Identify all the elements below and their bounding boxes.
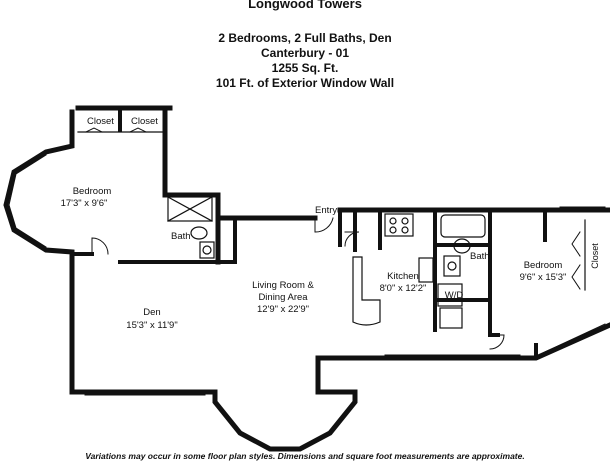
unit-type: 2 Bedrooms, 2 Full Baths, Den <box>218 31 392 45</box>
den-dims: 15'3" x 11'9" <box>126 320 177 331</box>
closet-label-1: Closet <box>87 116 114 127</box>
fixtures <box>77 131 586 329</box>
unit-area: 1255 Sq. Ft. <box>271 61 339 75</box>
bath-1-label: Bath <box>171 231 191 242</box>
building-title: Longwood Towers <box>248 0 362 11</box>
living-name-2: Dining Area <box>258 292 308 303</box>
door-swings <box>85 127 581 350</box>
bedroom-1-name: Bedroom <box>73 186 112 197</box>
footer-disclaimer: Variations may occur in some floor plan … <box>85 451 525 461</box>
living-dims: 12'9" x 22'9" <box>257 304 309 315</box>
washer-dryer-label: W/D <box>445 290 464 301</box>
bedroom-1-dims: 17'3" x 9'6" <box>61 198 108 209</box>
bedroom-2-dims: 9'6" x 15'3" <box>520 272 567 283</box>
closet-label-3: Closet <box>590 243 600 269</box>
bath-2-label: Bath <box>470 251 490 262</box>
living-name: Living Room & <box>252 280 314 291</box>
window-wall: 101 Ft. of Exterior Window Wall <box>215 76 395 90</box>
kitchen-dims: 8'0" x 12'2" <box>380 283 427 294</box>
exterior-walls <box>3 105 610 452</box>
closet-label-2: Closet <box>131 116 158 127</box>
bedroom-2-name: Bedroom <box>524 260 563 271</box>
plan-name: Canterbury - 01 <box>260 46 350 60</box>
kitchen-name: Kitchen <box>387 271 419 282</box>
entry-label: Entry <box>315 205 337 216</box>
window-bands <box>8 154 606 396</box>
den-name: Den <box>143 307 160 318</box>
